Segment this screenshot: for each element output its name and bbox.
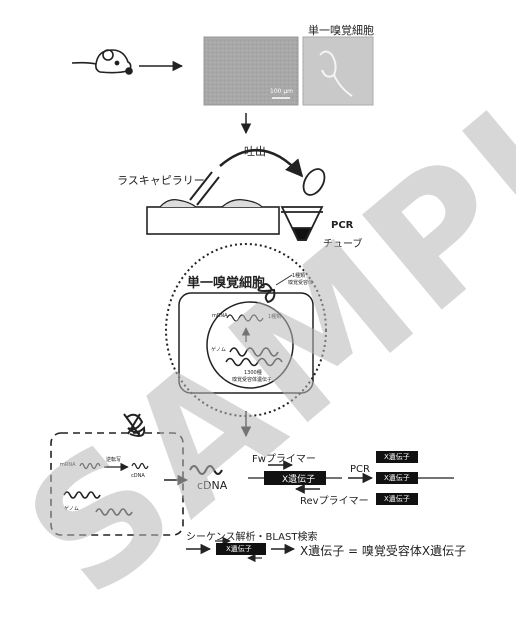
- gene-x-product-2-label: X遺伝子: [384, 473, 410, 483]
- cdna-left-wave: [132, 464, 148, 469]
- conclusion-label: X遺伝子 = 嗅覚受容体X遺伝子: [300, 542, 466, 559]
- diagram-canvas: [0, 0, 516, 586]
- mouse-icon: [72, 50, 132, 74]
- gene-x-center-label: X遺伝子: [282, 472, 315, 485]
- genome-left-coil-2: [96, 509, 132, 515]
- microscope-slide: [147, 207, 279, 234]
- scale-bar-label: 100 μm: [270, 88, 293, 95]
- pcr-arrow-label: PCR: [350, 464, 370, 475]
- pcr-tube: [281, 165, 329, 240]
- receptor-genes-label: 嗅覚受容体遺伝子: [232, 376, 272, 383]
- genome-left-coil-1: [64, 492, 100, 498]
- cdna-main-label: cDNA: [197, 479, 227, 492]
- single-cell-box-title: 単一嗅覚細胞: [187, 272, 265, 291]
- gene-x-bottom-label: X遺伝子: [226, 544, 252, 554]
- mrna-small-label: mRNA: [212, 313, 228, 319]
- genome-coil-1: [230, 348, 278, 356]
- pcr-tube-label-2: チューブ: [323, 235, 362, 250]
- one-type-label: 1種類: [268, 313, 281, 320]
- rev-primer-label: Revプライマー: [300, 492, 369, 507]
- gene-x-product-3-label: X遺伝子: [384, 494, 410, 504]
- fw-primer-label: Fwプライマー: [252, 450, 316, 465]
- pcr-tube-label-1: PCR: [331, 220, 353, 231]
- rt-label: 逆転写: [106, 456, 121, 463]
- mrna-left-wave: [80, 464, 100, 469]
- sequencing-label: シーケンス解析・BLAST検索: [186, 528, 317, 543]
- left-dashed-box: [51, 433, 183, 535]
- mrna-left-label: mRNA: [60, 462, 76, 468]
- cell-micrograph: [303, 37, 373, 105]
- genome-left-label: ゲノム: [64, 505, 79, 512]
- tissue-on-slide: [160, 200, 262, 207]
- genome-small-label: ゲノム: [211, 346, 226, 353]
- receptor-count-label: 1300種: [244, 369, 262, 376]
- gene-x-product-1-label: X遺伝子: [384, 452, 410, 462]
- cdna-main-coil: [190, 466, 222, 474]
- genome-coil-2: [226, 359, 282, 366]
- single-cell-title: 単一嗅覚細胞: [308, 22, 374, 38]
- mrna-in-cell: [227, 315, 263, 321]
- capillary-label: ラスキャピラリー: [117, 172, 205, 188]
- annot-top-2: 嗅覚受容体: [288, 279, 313, 286]
- eject-label: 吐出: [244, 143, 266, 159]
- annot-top-1: 1種類: [292, 272, 305, 279]
- cdna-left-label: cDNA: [131, 473, 145, 479]
